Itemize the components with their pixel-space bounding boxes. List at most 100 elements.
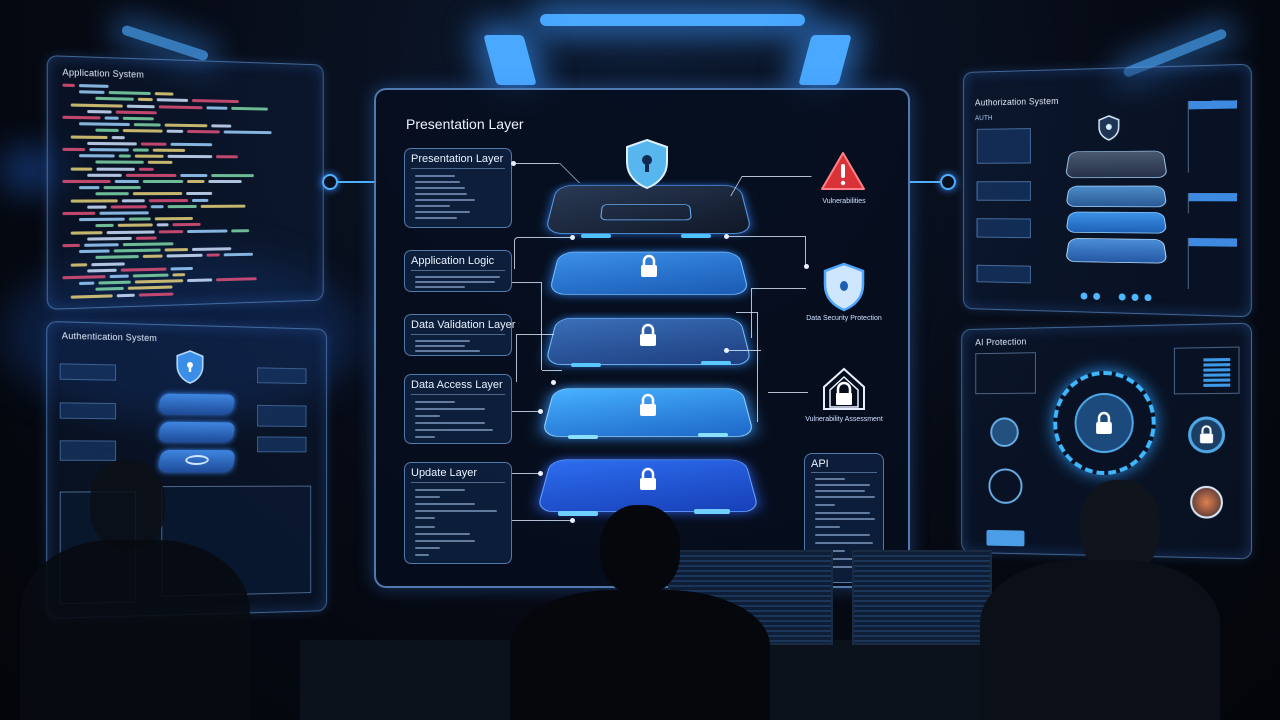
layer-label: Update Layer [411, 467, 478, 479]
panel-title: AI Protection [975, 336, 1027, 348]
lock-icon [1198, 425, 1214, 444]
layer-label: Data Validation Layer [411, 319, 516, 331]
shield-icon [823, 262, 865, 312]
lock-icon [1094, 411, 1114, 435]
person-silhouette [510, 590, 770, 720]
connector-line [726, 350, 761, 351]
authorization-system-panel: Authorization System AUTH [962, 63, 1252, 318]
person-silhouette [90, 460, 165, 550]
info-card [59, 363, 117, 381]
layer-label: Application Logic [411, 255, 495, 267]
lock-icon [640, 393, 656, 416]
connector-line [736, 312, 758, 422]
connector-line [512, 520, 572, 521]
application-system-code-panel: Application System [46, 55, 324, 310]
auth-slab [1065, 211, 1168, 234]
info-card [257, 404, 307, 427]
shield-icon [1098, 115, 1120, 141]
stats-card [1173, 346, 1240, 395]
person-silhouette [600, 505, 680, 595]
ai-protection-panel: AI Protection [961, 322, 1253, 560]
connector-line [514, 237, 572, 269]
warning-icon [821, 152, 865, 190]
connector-line [730, 176, 812, 196]
connector-line [512, 473, 540, 474]
ceiling-light [483, 35, 537, 85]
divider [411, 394, 505, 395]
shield-icon [175, 350, 205, 384]
auth-slab [1065, 238, 1168, 264]
lock-icon [641, 254, 657, 277]
icon-caption: Vulnerability Assessment [805, 416, 883, 423]
layer-box-presentation[interactable]: Presentation Layer [404, 148, 512, 228]
connector-line [726, 236, 806, 266]
toggle-button[interactable] [986, 529, 1025, 547]
connector-line [910, 181, 940, 183]
layer-box-application-logic[interactable]: Application Logic [404, 250, 512, 292]
connector-line [338, 181, 376, 183]
connector-node [322, 174, 338, 190]
info-card [1187, 237, 1238, 291]
layer-slab-presentation [544, 172, 753, 244]
person-silhouette [1080, 480, 1160, 575]
radar-node [988, 468, 1023, 504]
info-card [257, 436, 307, 453]
info-card [976, 128, 1031, 164]
info-card [59, 402, 117, 420]
code-block [48, 56, 323, 299]
api-title: API [811, 458, 829, 470]
ceiling-light [120, 24, 210, 62]
layer-slab-application [548, 240, 750, 304]
auth-slab [157, 421, 236, 443]
layer-box-data-access[interactable]: Data Access Layer [404, 374, 512, 444]
layer-box-data-validation[interactable]: Data Validation Layer [404, 314, 516, 356]
info-card [976, 218, 1031, 239]
panel-title: Authorization System [974, 95, 1059, 108]
layer-label: Presentation Layer [411, 153, 504, 165]
connector-line [516, 334, 554, 382]
info-card [1187, 100, 1238, 173]
info-card [975, 352, 1036, 395]
person-silhouette [980, 560, 1220, 720]
icon-caption: Vulnerabilities [822, 198, 866, 205]
connector-line [512, 282, 542, 370]
shield-node [990, 417, 1019, 447]
layer-box-update[interactable]: Update Layer [404, 462, 512, 564]
divider [411, 482, 505, 483]
divider [411, 334, 505, 335]
layer-label: Data Access Layer [411, 379, 503, 391]
divider [411, 168, 505, 169]
background-glow [0, 250, 360, 420]
background-glow [0, 150, 60, 190]
panel-subtitle: AUTH [974, 115, 993, 123]
info-card [1187, 193, 1238, 214]
pagination-dots[interactable] [1080, 292, 1152, 302]
ceiling-light [798, 35, 852, 85]
connector-node [940, 174, 956, 190]
icon-caption: Data Security Protection [806, 315, 882, 322]
ceiling-light [540, 14, 805, 26]
panel-title: Authentication System [61, 330, 158, 344]
layer-slab-data-validation [544, 305, 753, 375]
info-card [976, 181, 1031, 201]
panel-title: Presentation Layer [406, 116, 524, 132]
info-card [257, 367, 307, 384]
panel-title: Application System [62, 67, 144, 80]
layer-slab-data-access [541, 375, 755, 447]
info-card [976, 264, 1031, 284]
connector-line [514, 163, 559, 164]
auth-slab [157, 393, 236, 415]
shield-lock-icon [626, 138, 668, 190]
connector-line [751, 288, 806, 338]
auth-slab [1064, 150, 1168, 179]
lock-house-icon [823, 367, 865, 410]
layer-slab-update [536, 445, 760, 523]
person-silhouette [20, 540, 250, 720]
auth-slab [1065, 185, 1168, 208]
lock-icon [640, 323, 656, 346]
auth-slab [157, 449, 236, 473]
divider [411, 270, 505, 271]
connector-line [768, 392, 808, 393]
monitor [852, 550, 992, 645]
